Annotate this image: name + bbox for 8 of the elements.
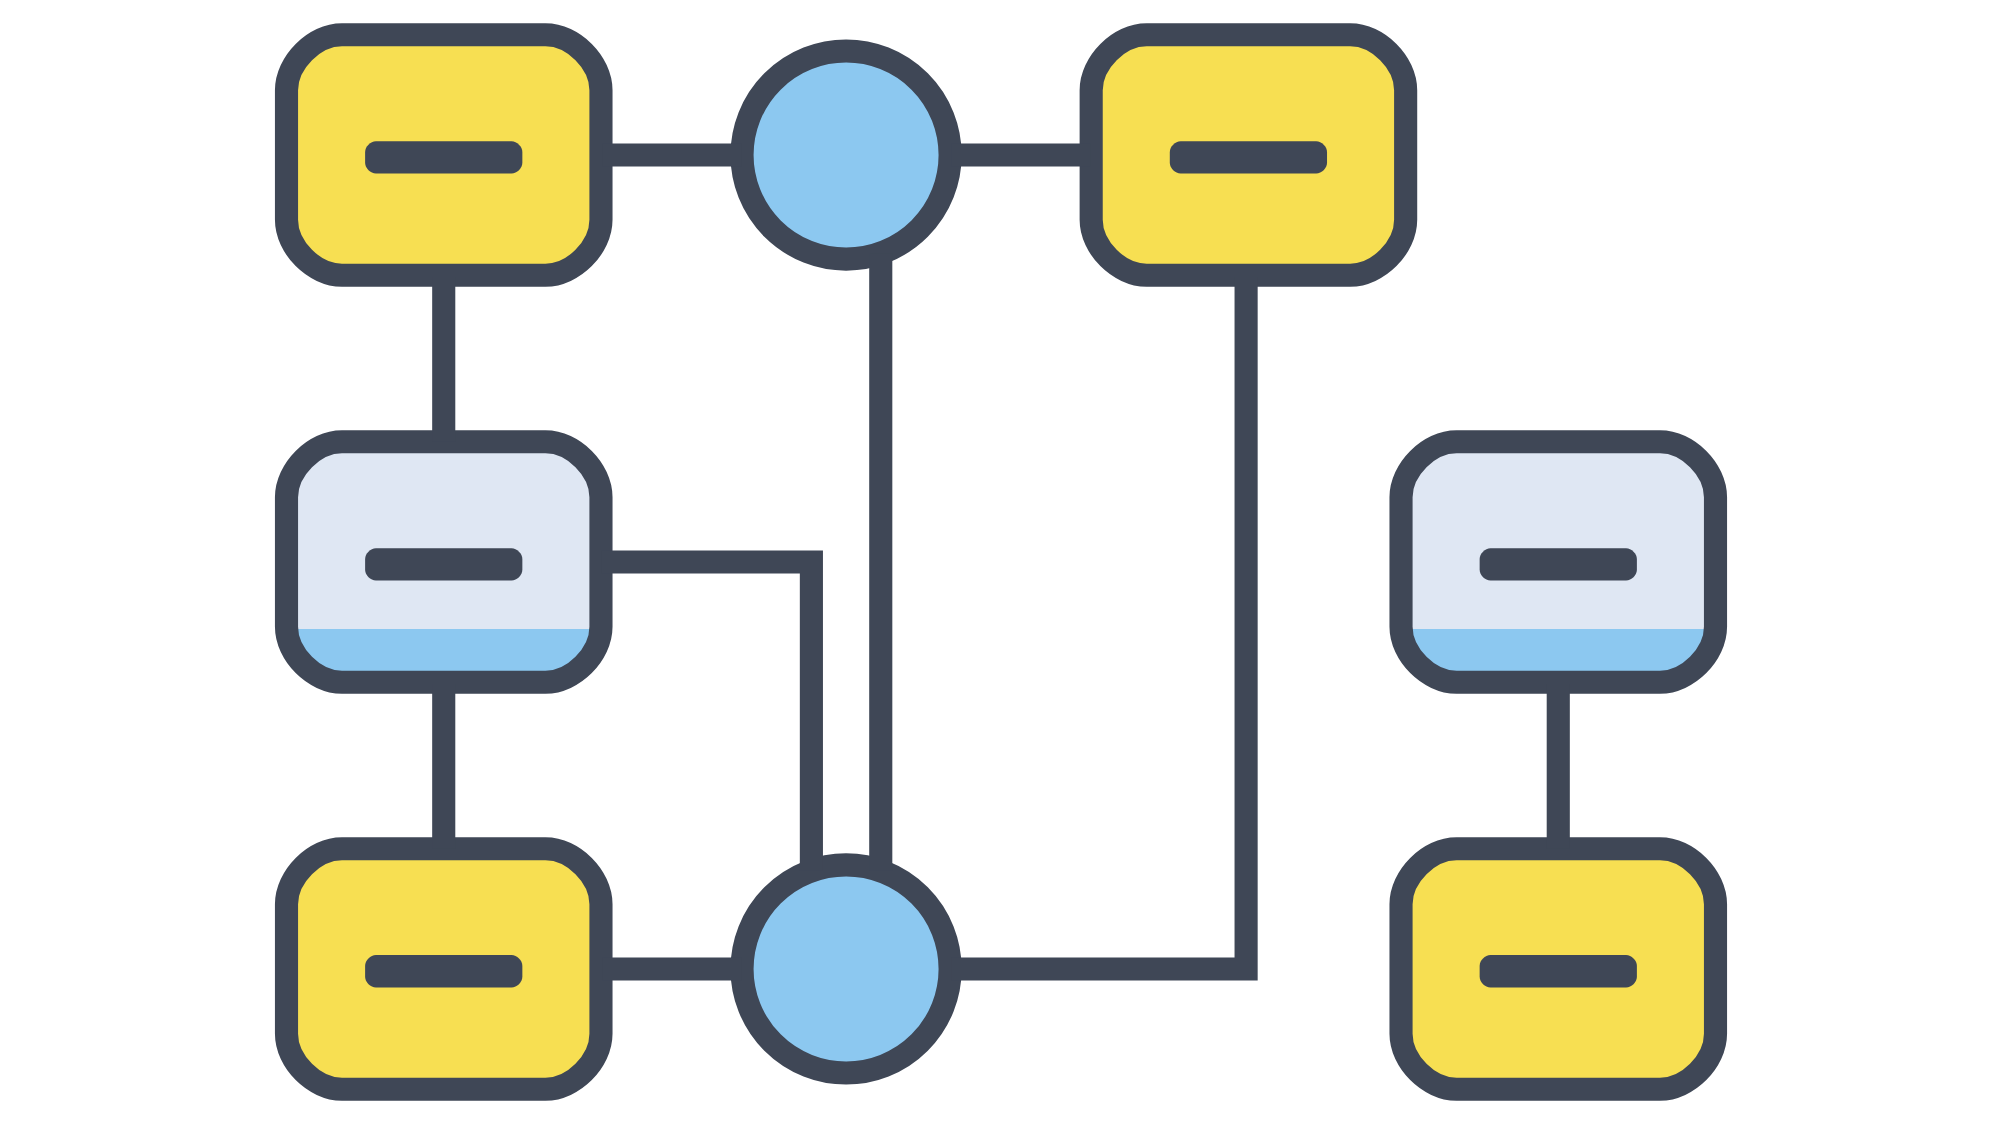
node-circle [729, 39, 961, 271]
node-box [1078, 23, 1417, 287]
node-box [273, 430, 612, 694]
node-box [1388, 837, 1727, 1101]
node-box [273, 837, 612, 1101]
node-circle [729, 853, 961, 1085]
node-box [273, 23, 612, 287]
node-box [1388, 430, 1727, 694]
